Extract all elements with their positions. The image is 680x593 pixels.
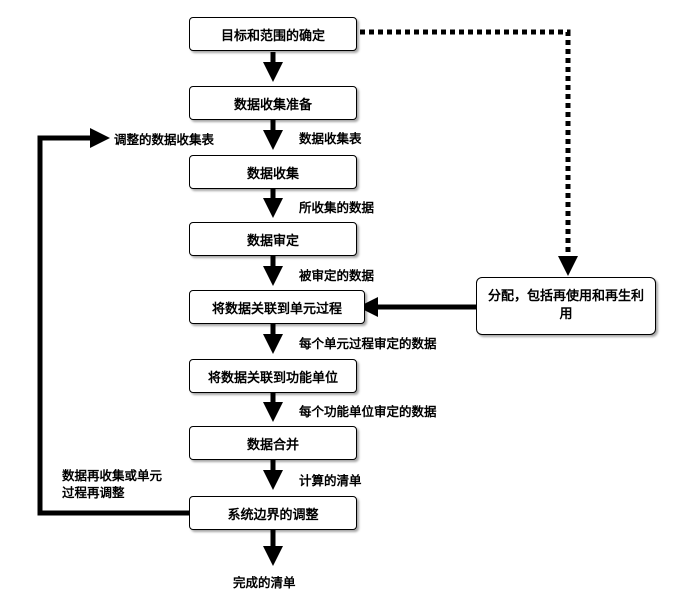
feedback-loop <box>37 128 190 516</box>
box-data-merge: 数据合并 <box>189 426 357 460</box>
label-calculated-inventory: 计算的清单 <box>299 473 362 488</box>
box-data-collection: 数据收集 <box>189 155 357 189</box>
box-relate-functional-unit: 将数据关联到功能单位 <box>189 359 357 393</box>
box-goal-scope: 目标和范围的确定 <box>189 17 357 51</box>
label-recollect-readjust: 数据再收集或单元过程再调整 <box>62 468 163 500</box>
box-boundary-adjust: 系统边界的调整 <box>189 496 357 530</box>
box-data-validation: 数据审定 <box>189 222 357 256</box>
label-functional-unit-data: 每个功能单位审定的数据 <box>299 404 437 419</box>
dotted-connector <box>360 29 578 276</box>
label-collection-sheet: 数据收集表 <box>299 131 362 146</box>
label-validated-data: 被审定的数据 <box>299 268 375 283</box>
box-collection-prep: 数据收集准备 <box>189 86 357 120</box>
label-unit-process-data: 每个单元过程审定的数据 <box>299 336 437 351</box>
box-relate-unit-process: 将数据关联到单元过程 <box>189 290 365 324</box>
label-collected-data: 所收集的数据 <box>299 200 375 215</box>
label-adjusted-collection-sheet: 调整的数据收集表 <box>114 132 215 147</box>
box-allocation: 分配，包括再使用和再生利用 <box>476 277 656 335</box>
label-completed-inventory: 完成的清单 <box>233 575 296 590</box>
